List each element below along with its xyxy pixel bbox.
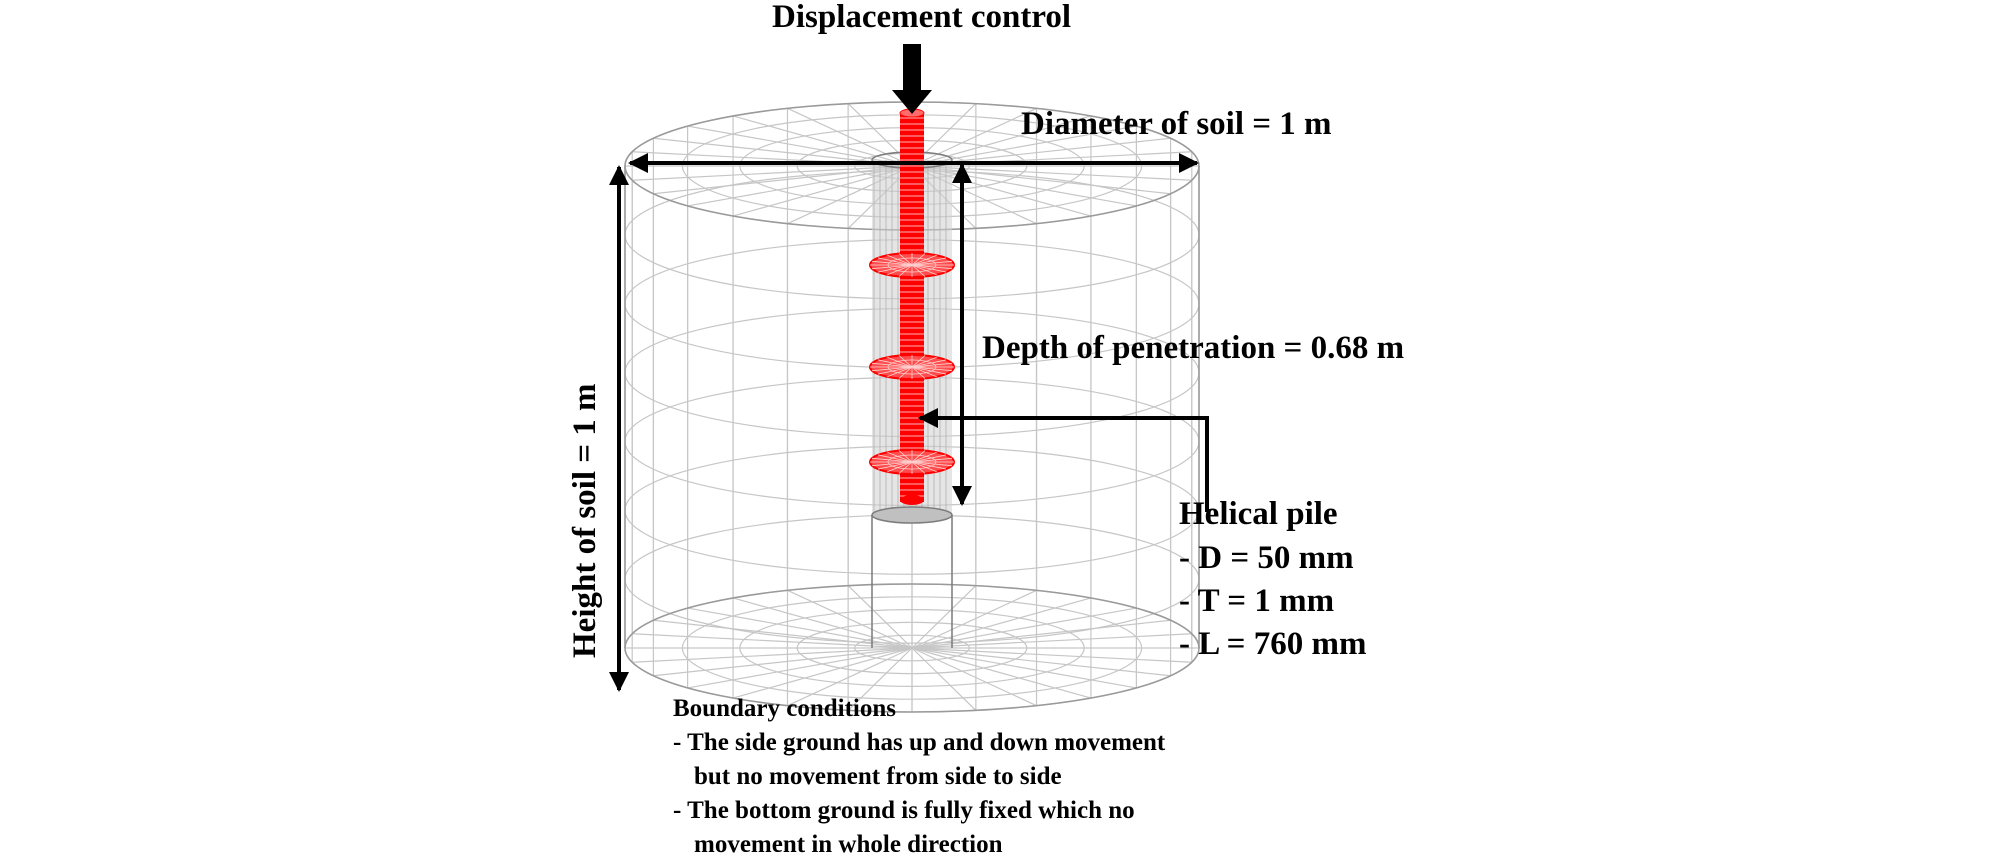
helix-plate: [869, 252, 955, 278]
pile-spec: Helical pile - D = 50 mm - T = 1 mm - L …: [1179, 496, 1366, 662]
mesh-spoke: [911, 633, 1192, 649]
helix-plate-ring: [887, 359, 937, 375]
bc-title: Boundary conditions: [673, 695, 896, 722]
mesh-spoke: [911, 647, 1037, 707]
mesh-spoke: [911, 647, 1171, 677]
mesh-spoke: [687, 607, 913, 649]
mesh-spoke: [911, 589, 1037, 649]
bc-side-line2: but no movement from side to side: [694, 763, 1062, 790]
mesh-spoke: [911, 647, 1137, 689]
pile-thickness: - T = 1 mm: [1179, 583, 1334, 619]
boundary-conditions: Boundary conditions - The side ground ha…: [673, 695, 1166, 857]
mesh-spoke: [847, 647, 913, 711]
depth-label: Depth of penetration = 0.68 m: [982, 330, 1404, 366]
mesh-spoke: [847, 585, 913, 649]
helix-plate: [869, 449, 955, 475]
pile-length: - L = 760 mm: [1179, 626, 1366, 662]
hole-bottom: [871, 506, 953, 524]
pile-title: Helical pile: [1179, 496, 1338, 532]
displacement-arrow: [892, 44, 932, 114]
bc-bottom-line1: - The bottom ground is fully fixed which…: [673, 797, 1135, 824]
mesh-spoke: [787, 589, 913, 649]
bc-side-line1: - The side ground has up and down moveme…: [673, 729, 1166, 756]
pile-tip: [900, 495, 924, 505]
mesh-spoke: [911, 619, 1171, 649]
helix-plate: [869, 354, 955, 380]
mesh-spoke: [687, 647, 913, 689]
helix-plate-line: [872, 260, 952, 270]
mesh-spoke: [911, 585, 977, 649]
displacement-label: Displacement control: [772, 0, 1071, 35]
pile-leader-line: [918, 408, 1209, 512]
mesh-spoke: [787, 647, 913, 707]
mesh-spoke: [911, 607, 1137, 649]
mesh-spoke: [632, 647, 913, 663]
mesh-spoke: [653, 647, 913, 677]
mesh-spoke: [911, 597, 1092, 649]
mesh-spoke: [632, 633, 913, 649]
bc-bottom-line2: movement in whole direction: [694, 831, 1003, 857]
diameter-label: Diameter of soil = 1 m: [1021, 106, 1332, 142]
mesh-spoke: [911, 647, 1192, 663]
pile-shaft: [900, 112, 924, 502]
mesh-spoke: [732, 647, 913, 699]
helix-plate-ring: [887, 257, 937, 273]
mesh-spoke: [911, 647, 977, 711]
height-label: Height of soil = 1 m: [567, 383, 603, 658]
helix-plate-line: [872, 362, 952, 372]
mesh-spoke: [911, 647, 1092, 699]
pile-diameter: - D = 50 mm: [1179, 540, 1354, 576]
helix-plate-line: [872, 457, 952, 467]
helix-plate-ring: [887, 454, 937, 470]
mesh-spoke: [653, 619, 913, 649]
mesh-spoke: [732, 597, 913, 649]
